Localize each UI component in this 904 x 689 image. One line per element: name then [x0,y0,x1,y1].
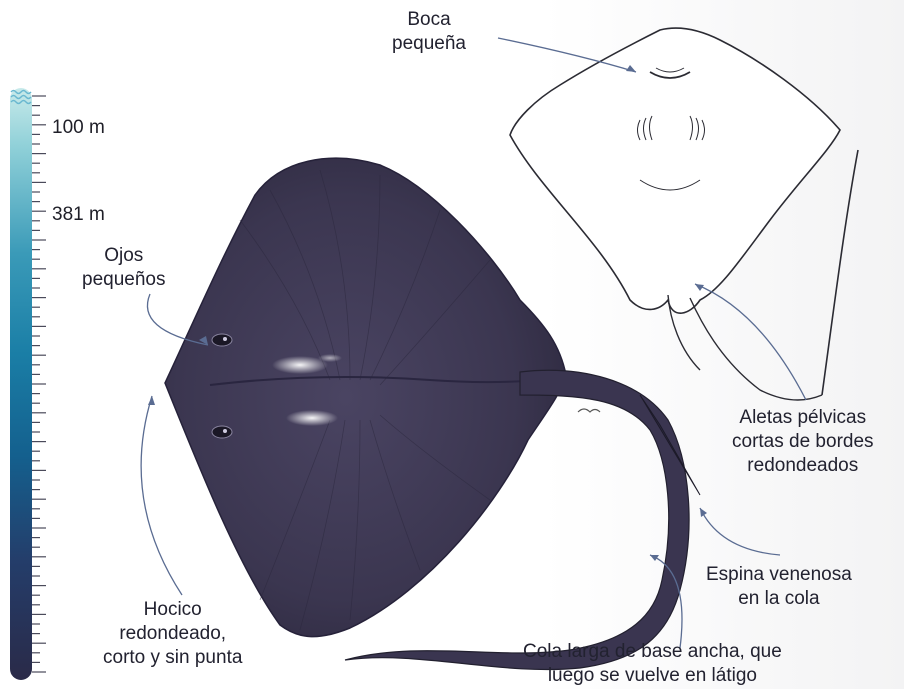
leader-hocico [141,396,182,595]
ray-body [165,158,566,636]
ventral-view-ray [510,28,858,400]
leader-espina [700,508,780,555]
